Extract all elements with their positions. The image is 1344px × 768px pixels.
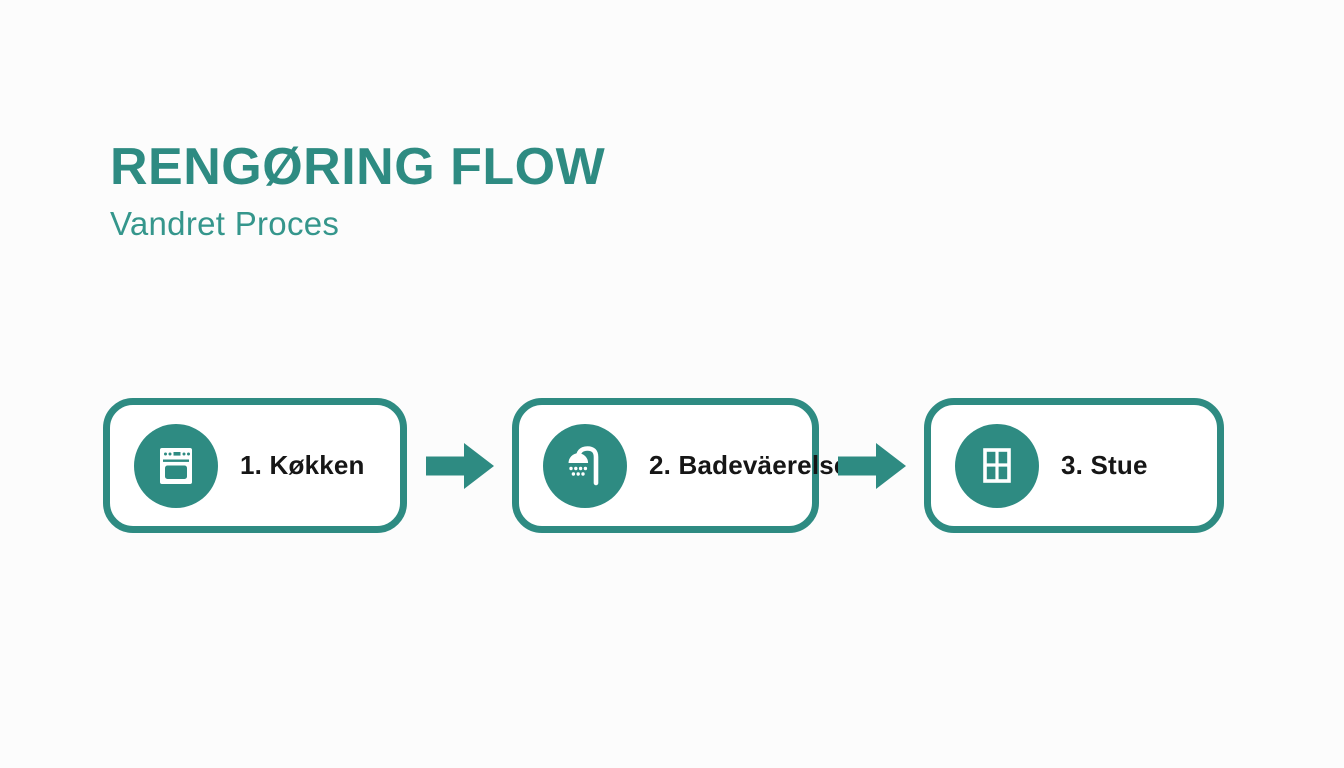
step-box-stue: 3. Stue xyxy=(924,398,1224,533)
icon-circle xyxy=(955,423,1039,508)
page-title: RENGØRING FLOW xyxy=(110,138,606,196)
header: RENGØRING FLOW Vandret Proces xyxy=(110,140,605,243)
oven-icon xyxy=(152,442,200,490)
arrow-right-icon xyxy=(837,442,906,489)
page-subtitle: Vandret Proces xyxy=(110,204,340,242)
arrow-right-icon xyxy=(425,442,494,489)
icon-circle xyxy=(543,423,627,508)
shower-icon xyxy=(561,442,609,490)
step-label: 1. Køkken xyxy=(240,450,365,480)
process-flow: 1. Køkken xyxy=(103,398,1224,533)
icon-circle xyxy=(134,423,218,508)
window-icon xyxy=(973,442,1021,490)
step-box-badevaerelse: 2. Badeväerelse xyxy=(512,398,848,533)
step-label: 3. Stue xyxy=(1061,450,1148,480)
step-label: 2. Badeväerelse xyxy=(649,450,849,480)
step-box-kokken: 1. Køkken xyxy=(103,398,407,533)
